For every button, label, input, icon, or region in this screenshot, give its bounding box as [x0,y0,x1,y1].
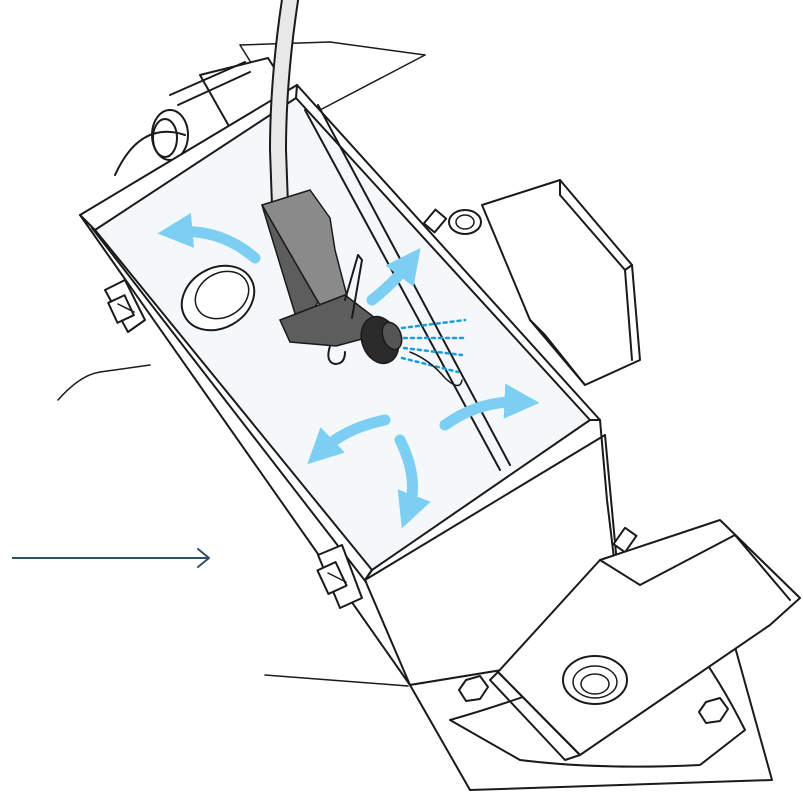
drain-hole-icon [562,655,628,705]
motor-bolt-icon [448,209,482,235]
curved-arrow-icon [157,212,261,264]
latch-lower [316,544,363,609]
hinge-icon [422,208,448,234]
curved-arrow-icon [394,434,431,529]
top-tray [489,519,801,761]
spray-mist [400,318,467,387]
leader-line [264,674,409,687]
hex-bolt-icon [458,675,489,702]
pointer-arrow [12,548,210,568]
hinge-icon [612,526,638,554]
curved-arrow-icon [307,414,391,465]
spray-gun [260,189,403,365]
curved-arrow-icon [439,383,540,431]
curved-arrow-icon [366,247,421,306]
airflow-arrows [157,212,540,529]
nozzle-icon [360,315,403,365]
latch-upper [104,279,146,333]
side-wire [57,364,151,401]
latch-icon [107,294,135,324]
latch-icon [316,560,348,596]
motor-housing [448,179,641,386]
hex-bolt-icon [698,697,729,724]
pipe-opening-icon [180,264,256,332]
